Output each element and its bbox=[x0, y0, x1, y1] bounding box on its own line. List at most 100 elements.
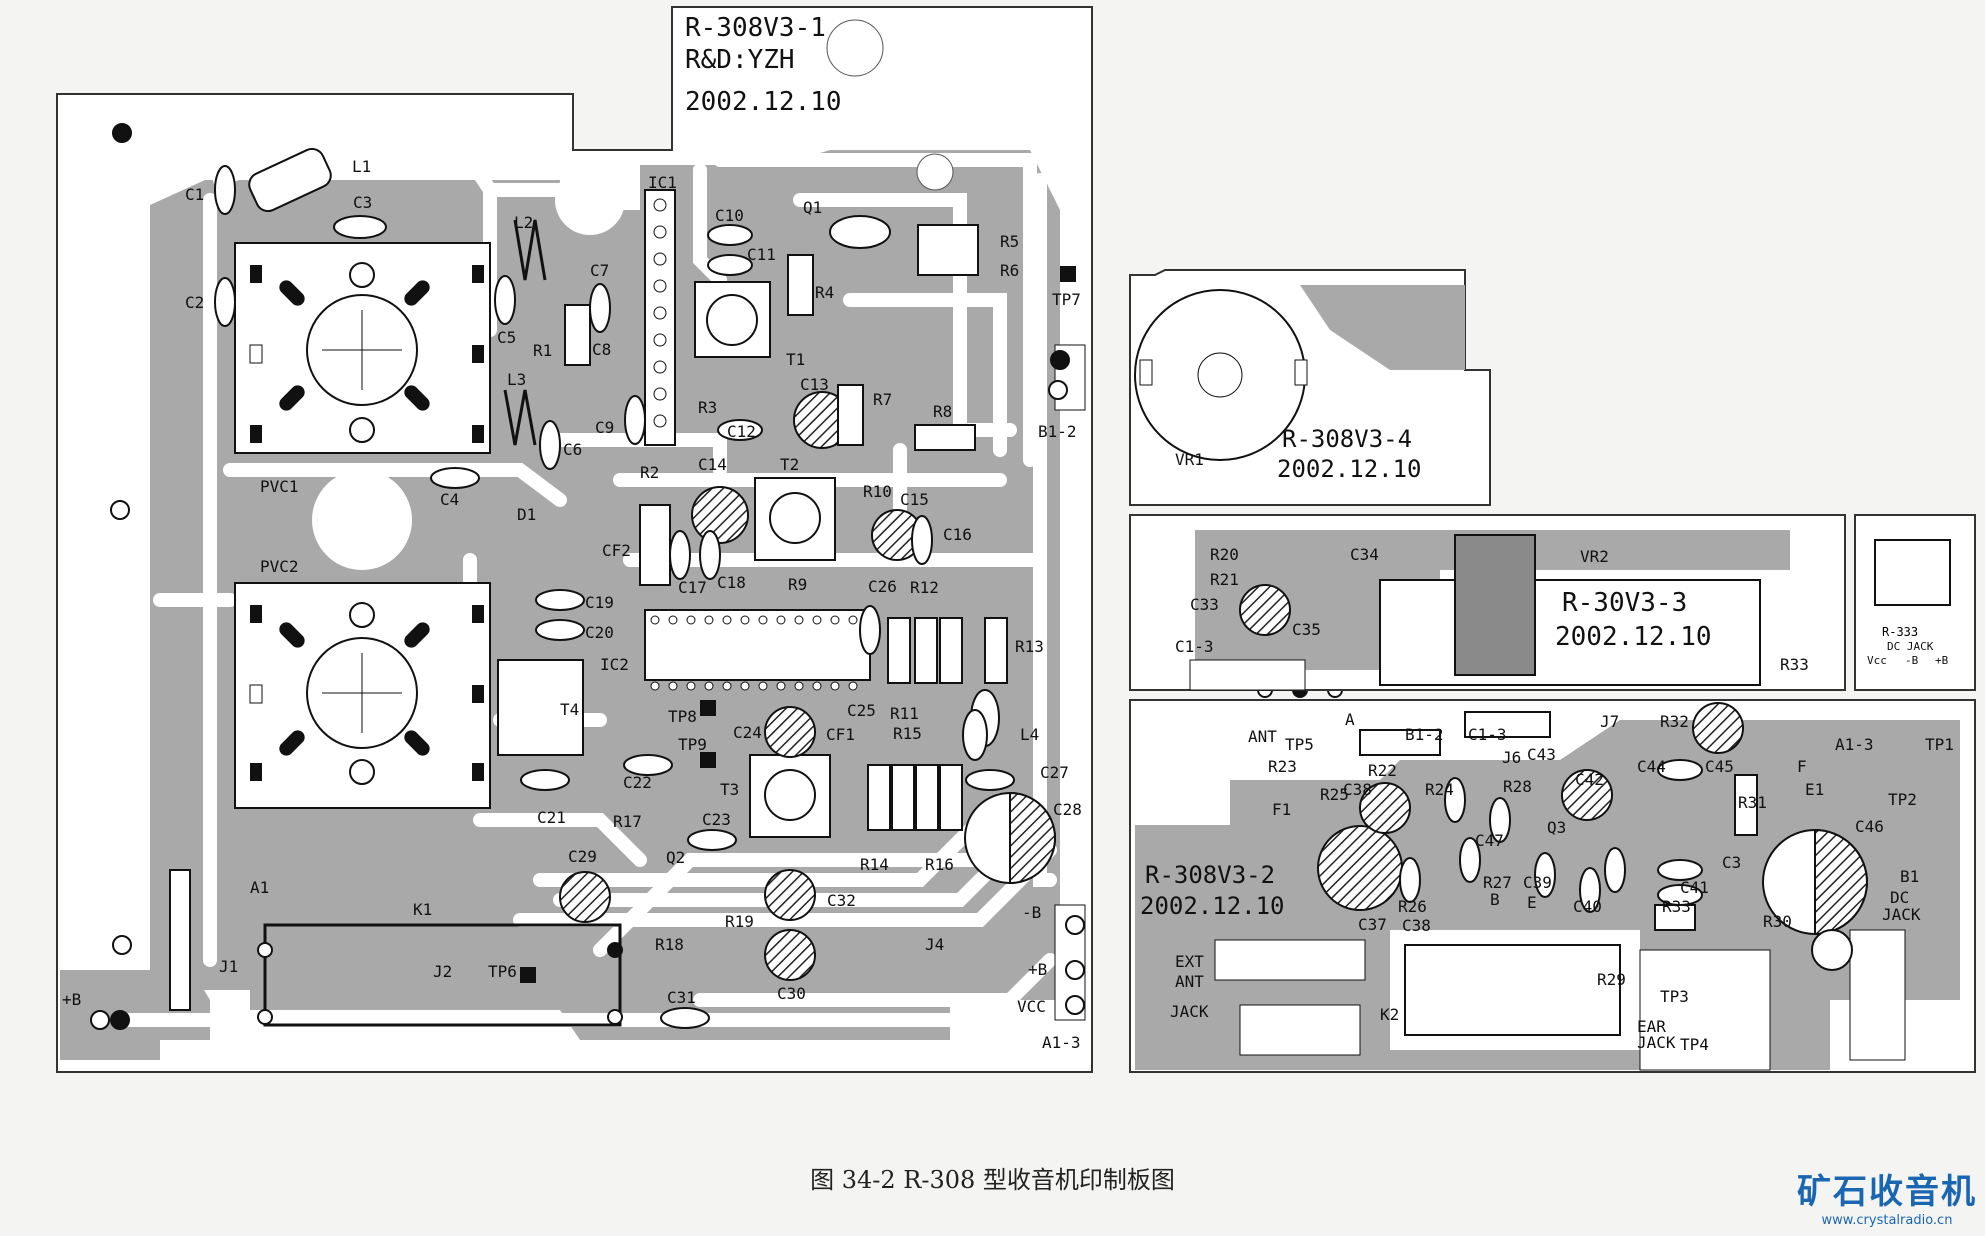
label-c16: C16 bbox=[943, 525, 972, 544]
ic2-pin bbox=[686, 681, 696, 691]
label-c27: C27 bbox=[1040, 763, 1069, 782]
pad bbox=[90, 1010, 110, 1030]
label-c46: C46 bbox=[1855, 817, 1884, 836]
dc-board-title: R-333 bbox=[1882, 625, 1918, 639]
label-jack2: JACK bbox=[1170, 1002, 1209, 1021]
label-c44: C44 bbox=[1637, 757, 1666, 776]
pad bbox=[607, 1009, 623, 1025]
label-ant2: ANT bbox=[1175, 972, 1204, 991]
label-r17: R17 bbox=[613, 812, 642, 831]
label-b1: B1 bbox=[1900, 867, 1919, 886]
ic2-pin bbox=[650, 615, 660, 625]
label-dcj: DC bbox=[1890, 888, 1909, 907]
label-c25: C25 bbox=[847, 701, 876, 720]
pad bbox=[112, 123, 132, 143]
ic2-pin bbox=[830, 681, 840, 691]
label-r3: R3 bbox=[698, 398, 717, 417]
label-k2: K2 bbox=[1380, 1005, 1399, 1024]
label-c31: C31 bbox=[667, 988, 696, 1007]
label-c38: C38 bbox=[1343, 780, 1372, 799]
label-c14: C14 bbox=[698, 455, 727, 474]
test-point bbox=[700, 700, 716, 716]
label-b: B bbox=[1490, 890, 1500, 909]
sub-title-line-2: 2002.12.10 bbox=[1140, 892, 1285, 920]
ic1-pin bbox=[653, 252, 667, 266]
pad bbox=[1065, 995, 1085, 1015]
label-ext: EXT bbox=[1175, 952, 1204, 971]
label-c29: C29 bbox=[568, 847, 597, 866]
main-title-line-3: 2002.12.10 bbox=[685, 87, 842, 117]
label-c5: C5 bbox=[497, 328, 516, 347]
figure-caption: 图 34-2 R-308 型收音机印制板图 bbox=[810, 1166, 1175, 1194]
label-+b: +B bbox=[62, 990, 81, 1009]
label-ic1: IC1 bbox=[648, 173, 677, 192]
label-j2: J2 bbox=[433, 962, 452, 981]
vr1-board-title: R-308V3-4 2002.12.10 bbox=[1277, 425, 1422, 483]
label-r21: R21 bbox=[1210, 570, 1239, 589]
label-c22: C22 bbox=[623, 773, 652, 792]
label-r18: R18 bbox=[655, 935, 684, 954]
label-a1: A1 bbox=[250, 878, 269, 897]
label-c9: C9 bbox=[595, 418, 614, 437]
ic2-pin bbox=[722, 681, 732, 691]
label-l1: L1 bbox=[352, 157, 371, 176]
label-f1: F1 bbox=[1272, 800, 1291, 819]
ic2-pin bbox=[704, 681, 714, 691]
label-c15: C15 bbox=[900, 490, 929, 509]
label-c42: C42 bbox=[1575, 770, 1604, 789]
label-r6: R6 bbox=[1000, 261, 1019, 280]
ic1-pin bbox=[653, 333, 667, 347]
label-r14: R14 bbox=[860, 855, 889, 874]
vr2-title-line-1: R-30V3-3 bbox=[1562, 588, 1687, 618]
label-c41: C41 bbox=[1680, 878, 1709, 897]
label-tp2: TP2 bbox=[1888, 790, 1917, 809]
label-c1: C1 bbox=[185, 185, 204, 204]
label-r19: R19 bbox=[725, 912, 754, 931]
label-f: F bbox=[1797, 757, 1807, 776]
label-r20: R20 bbox=[1210, 545, 1239, 564]
ic2-pin bbox=[776, 615, 786, 625]
pad bbox=[1050, 350, 1070, 370]
ic2-pin bbox=[812, 681, 822, 691]
sub-board-title: R-308V3-2 2002.12.10 bbox=[1140, 861, 1285, 920]
label-r25: R25 bbox=[1320, 785, 1349, 804]
label-a1-3b: A1-3 bbox=[1835, 735, 1874, 754]
ic2-pin bbox=[668, 615, 678, 625]
label-r5: R5 bbox=[1000, 232, 1019, 251]
watermark-url: www.crystalradio.cn bbox=[1821, 1213, 1953, 1228]
pad bbox=[1065, 960, 1085, 980]
label-r11: R11 bbox=[890, 704, 919, 723]
label-r31: R31 bbox=[1738, 793, 1767, 812]
label-c1-3: C1-3 bbox=[1175, 637, 1214, 656]
dc-jack-board bbox=[1854, 514, 1976, 691]
label-c3: C3 bbox=[353, 193, 372, 212]
label-c20: C20 bbox=[585, 623, 614, 642]
vr2-title-line-2: 2002.12.10 bbox=[1555, 622, 1712, 652]
test-point bbox=[1060, 266, 1076, 282]
pvc2-block bbox=[234, 582, 491, 809]
ic1-pin bbox=[653, 414, 667, 428]
label-r10: R10 bbox=[863, 482, 892, 501]
label-q1: Q1 bbox=[803, 198, 822, 217]
label-c45: C45 bbox=[1705, 757, 1734, 776]
label--b: -B bbox=[1022, 903, 1041, 922]
label-cf2: CF2 bbox=[602, 541, 631, 560]
label-c32: C32 bbox=[827, 891, 856, 910]
label-jack3: JACK bbox=[1637, 1033, 1676, 1052]
ic2-pin bbox=[848, 681, 858, 691]
label-j6: J6 bbox=[1502, 748, 1521, 767]
watermark: 矿石收音机 www.crystalradio.cn bbox=[1797, 1164, 1977, 1228]
label-r27: R27 bbox=[1483, 873, 1512, 892]
pad bbox=[110, 500, 130, 520]
label-tp3: TP3 bbox=[1660, 987, 1689, 1006]
ic1-pin bbox=[653, 279, 667, 293]
label-q2: Q2 bbox=[666, 848, 685, 867]
label-b1-2b: B1-2 bbox=[1405, 725, 1444, 744]
vr1-title-line-1: R-308V3-4 bbox=[1282, 425, 1412, 453]
ic2-pin bbox=[686, 615, 696, 625]
ic1-pin bbox=[653, 387, 667, 401]
label-r9: R9 bbox=[788, 575, 807, 594]
main-board bbox=[56, 6, 1093, 1073]
ic1-pin bbox=[653, 306, 667, 320]
label-c34: C34 bbox=[1350, 545, 1379, 564]
